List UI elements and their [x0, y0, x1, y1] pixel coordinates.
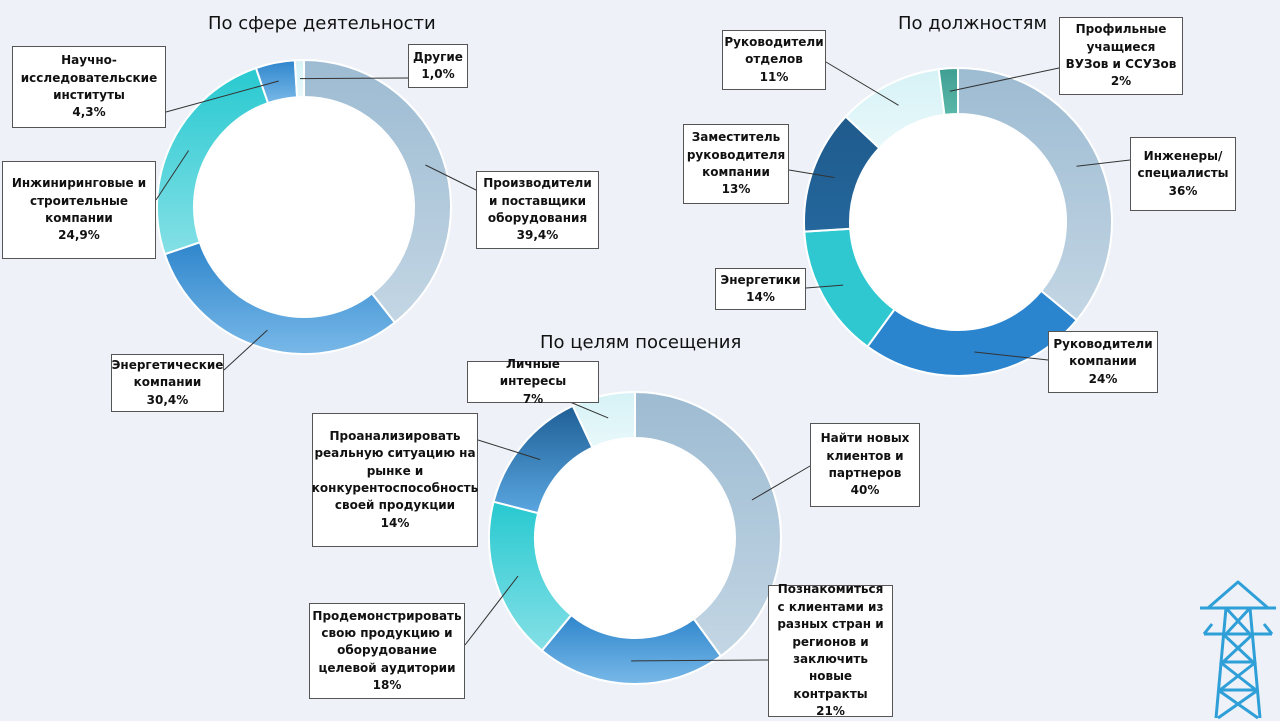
leader-lines — [155, 61, 1131, 662]
donut-hole — [195, 98, 413, 316]
callout-value: 14% — [746, 290, 775, 304]
callout-engineering: Инжиниринговые и строительные компании 2… — [2, 161, 156, 259]
donut-hole — [536, 439, 734, 637]
callout-label: Инженеры/специалисты — [1137, 148, 1229, 181]
leader-line — [631, 659, 769, 662]
callout-label: Другие — [413, 49, 463, 64]
leader-line — [464, 575, 519, 646]
callout-value: 14% — [380, 515, 410, 530]
callout-value: 2% — [1110, 74, 1132, 89]
callout-label: Проанализировать реальную ситуацию на ры… — [311, 428, 479, 513]
callout-label: Инжиниринговые и строительные компании — [11, 176, 147, 225]
donut-slice — [293, 58, 305, 99]
leader-line — [949, 67, 1060, 92]
callout-value: 1,0% — [421, 67, 455, 81]
donut-slice — [634, 390, 782, 658]
callout-label: Энергетические компании — [111, 357, 224, 390]
leader-line — [477, 439, 541, 461]
callout-label: Заместитель руководителя компании — [686, 130, 786, 179]
callout-research-institutes: Научно-исследовательские институты 4,3% — [12, 46, 166, 128]
donut-hole — [851, 115, 1065, 329]
callout-label: Продемонстрировать свою продукцию и обор… — [312, 608, 462, 675]
leader-line — [788, 169, 835, 179]
callout-label: Познакомиться с клиентами из разных стра… — [777, 582, 884, 701]
leader-line — [751, 465, 811, 501]
callout-value: 39,4% — [516, 228, 559, 243]
callout-label: Профильные учащиеся ВУЗов и ССУЗов — [1065, 22, 1177, 71]
leader-line — [805, 284, 844, 289]
callout-company-heads: Руководители компании 24% — [1048, 331, 1158, 393]
callout-value: 7% — [522, 391, 544, 406]
leader-line — [569, 401, 609, 419]
leader-line — [425, 164, 477, 191]
callout-value: 21% — [816, 704, 845, 719]
callout-manufacturers: Производители и поставщики оборудования … — [476, 171, 599, 249]
leader-line — [974, 351, 1049, 361]
callout-students: Профильные учащиеся ВУЗов и ССУЗов 2% — [1059, 17, 1183, 95]
chart-title-goals: По целям посещения — [540, 332, 742, 353]
callout-energy-companies: Энергетические компании 30,4% — [111, 354, 224, 412]
donut-slices — [156, 58, 1113, 685]
callout-label: Найти новых клиентов и партнеров — [820, 431, 910, 480]
callout-deputy-head: Заместитель руководителя компании 13% — [683, 124, 789, 204]
leader-line — [223, 329, 268, 371]
donut-slice — [303, 58, 452, 324]
callout-value: 4,3% — [72, 105, 106, 120]
callout-other: Другие 1,0% — [408, 44, 468, 88]
callout-label: Личные интересы — [499, 356, 567, 389]
callout-value: 18% — [372, 678, 402, 693]
chart-title-activity: По сфере деятельности — [208, 13, 436, 34]
callout-department-heads: Руководители отделов 11% — [722, 30, 826, 90]
callout-label: Энергетики — [720, 272, 801, 287]
callout-value: 30,4% — [146, 392, 189, 407]
leader-line — [299, 77, 409, 80]
leader-line — [165, 80, 279, 113]
callout-value: 36% — [1168, 183, 1198, 198]
callout-label: Научно-исследовательские институты — [20, 53, 158, 102]
donut-slice — [937, 66, 959, 116]
callout-label: Руководители отделов — [724, 34, 824, 67]
callout-meet-clients: Познакомиться с клиентами из разных стра… — [768, 582, 893, 719]
callout-value: 24,9% — [58, 228, 100, 243]
callout-analyze-market: Проанализировать реальную ситуацию на ры… — [312, 413, 478, 547]
power-transmission-tower-icon — [1200, 580, 1276, 720]
callout-value: 11% — [759, 69, 789, 84]
callout-find-clients: Найти новых клиентов и партнеров 40% — [810, 423, 920, 507]
callout-label: Руководители компании — [1053, 336, 1153, 369]
callout-label: Производители и поставщики оборудования — [483, 176, 592, 225]
callout-engineers: Инженеры/специалисты 36% — [1130, 137, 1236, 211]
leader-line — [825, 61, 899, 106]
callout-power-engineers: Энергетики 14% — [715, 268, 806, 310]
callout-personal-interest: Личные интересы 7% — [467, 357, 599, 406]
chart-title-positions: По должностям — [898, 13, 1048, 34]
callout-value: 13% — [721, 182, 751, 197]
callout-demonstrate: Продемонстрировать свою продукцию и обор… — [309, 603, 465, 699]
callout-value: 24% — [1088, 371, 1118, 386]
leader-line — [1076, 159, 1131, 167]
callout-value: 40% — [850, 483, 880, 498]
donut-slice — [957, 66, 1113, 322]
leader-line — [155, 150, 190, 201]
